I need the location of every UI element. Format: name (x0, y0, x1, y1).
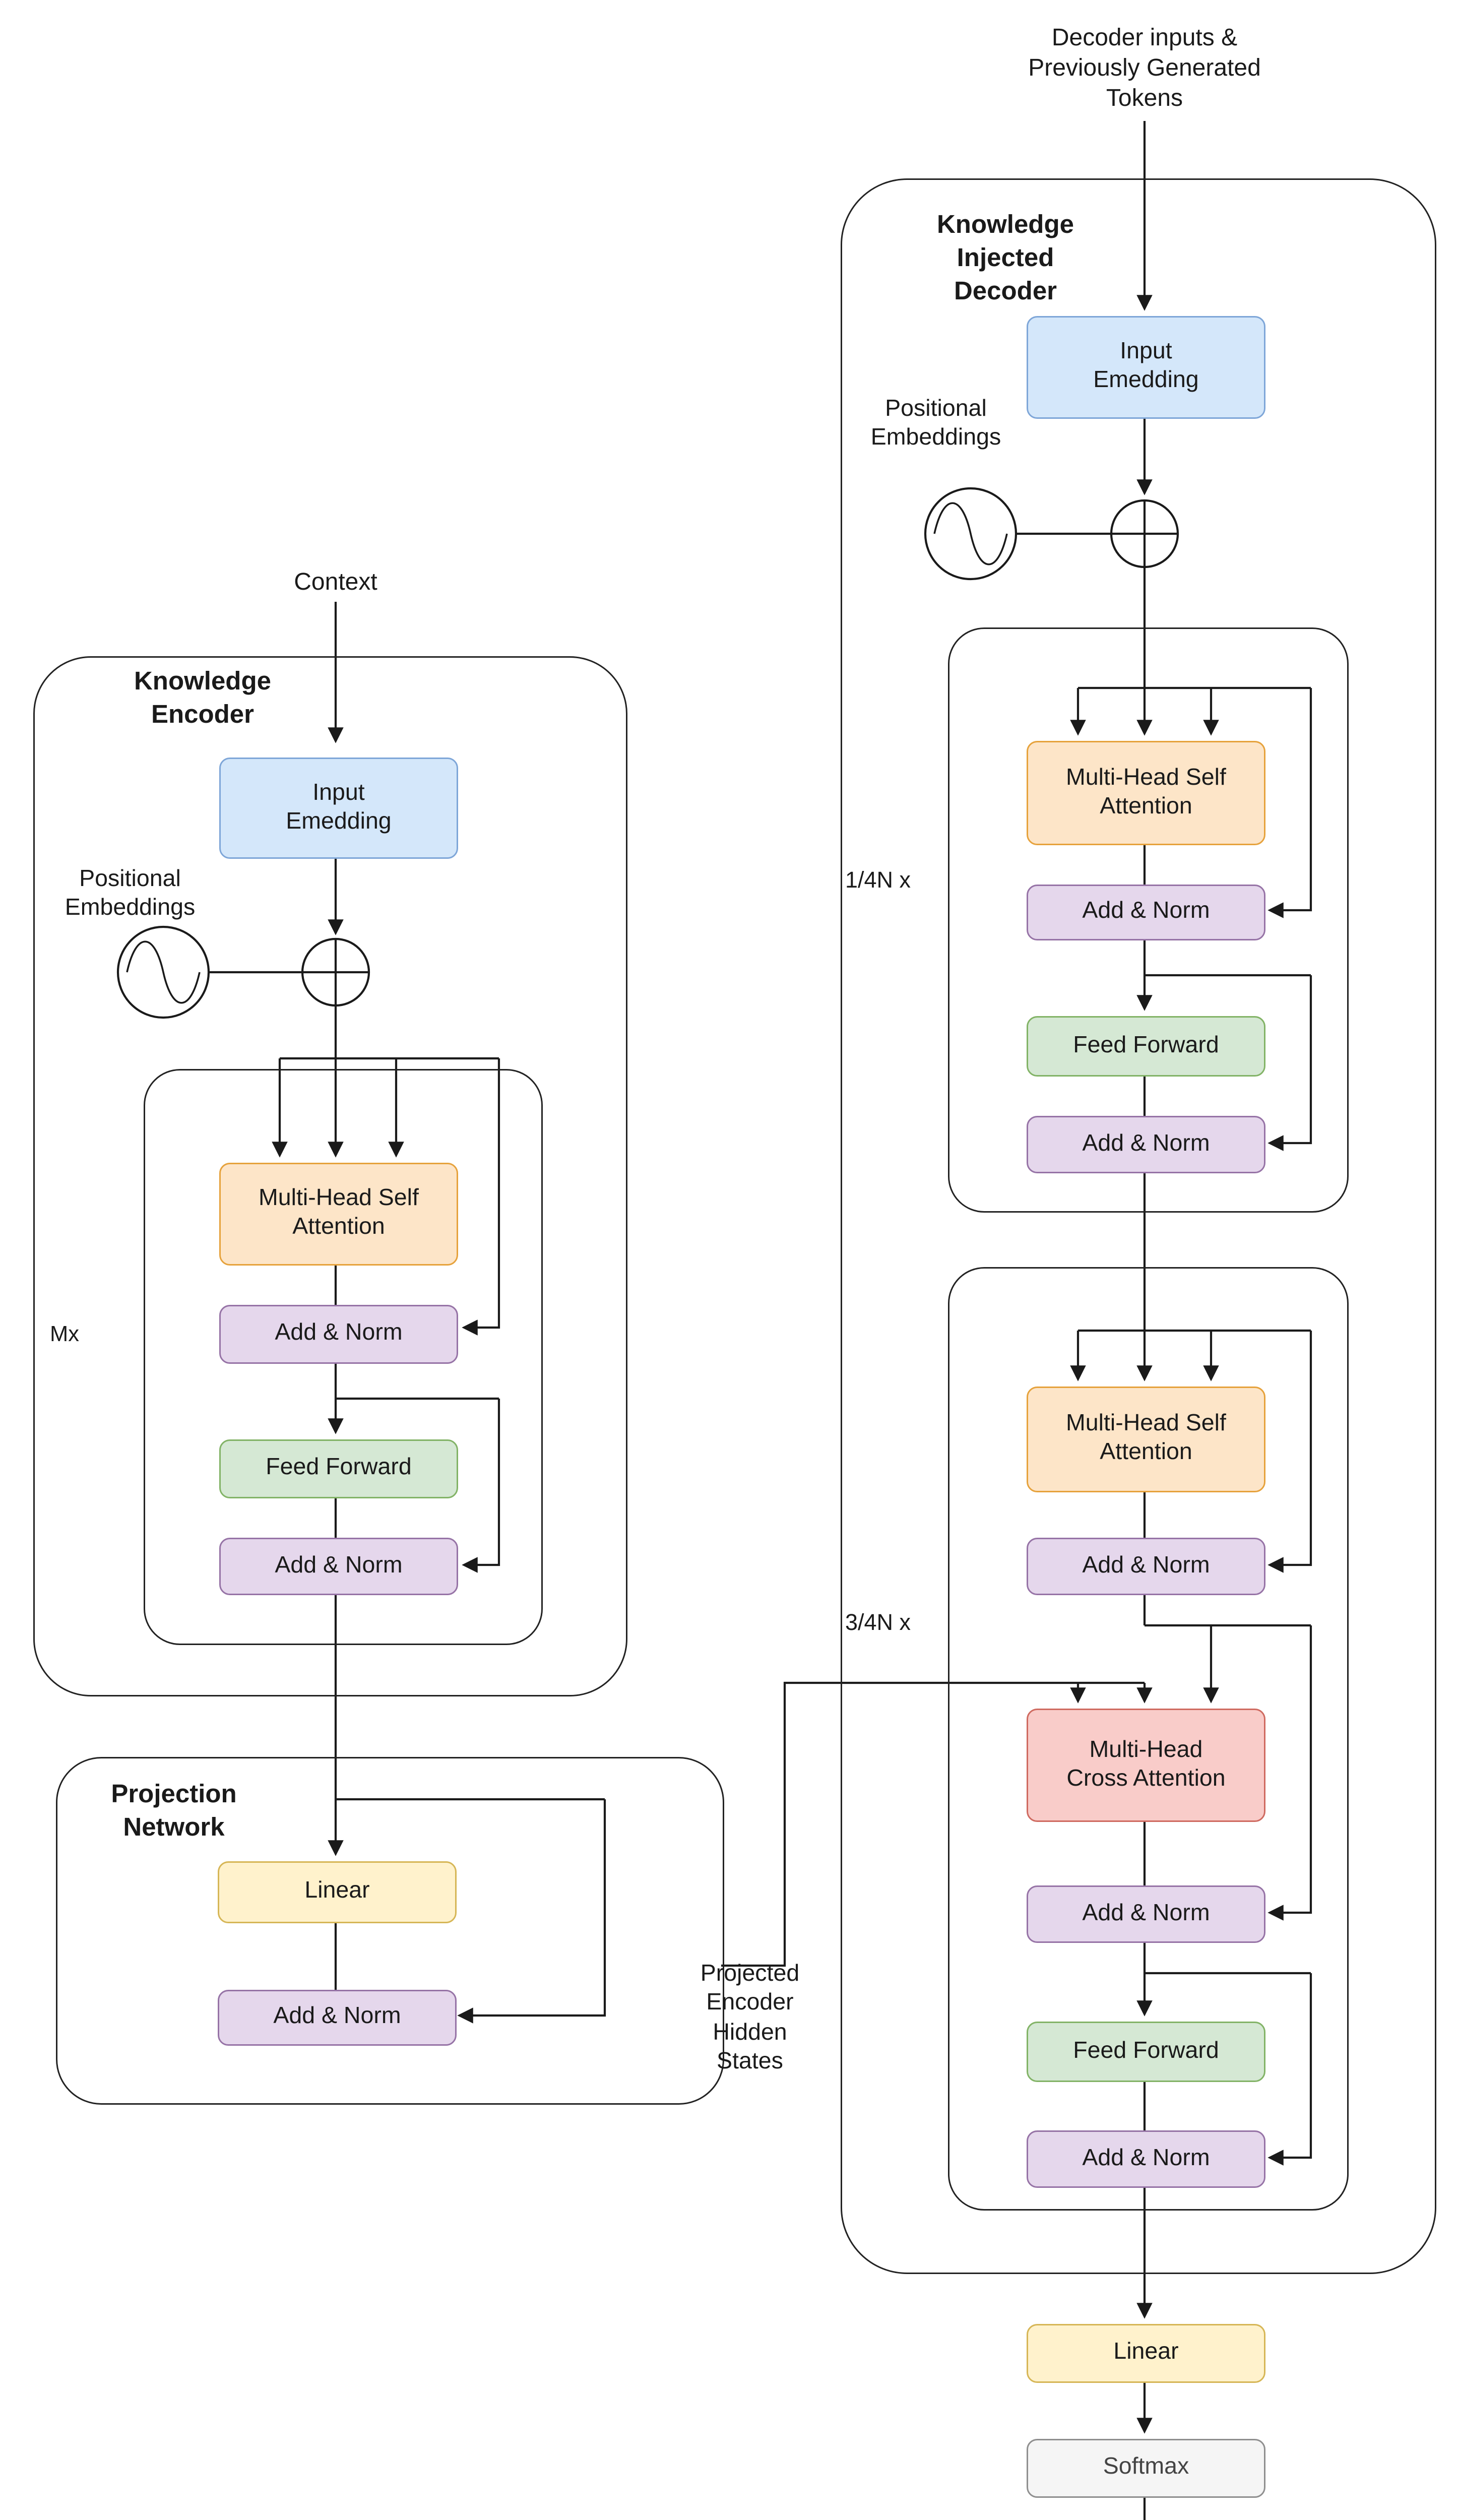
title-line: Projection (111, 1780, 237, 1808)
box-label-line: Attention (1100, 793, 1192, 819)
title-line: Decoder (954, 276, 1057, 305)
label-line: Embeddings (65, 896, 196, 922)
decoder-inputs-label: Decoder inputs & Previously Generated To… (1001, 24, 1288, 115)
encoder-repeat-label: Mx (50, 1323, 80, 1347)
multi-head-self-attention-box-encoder: Multi-Head Self Attention (219, 1163, 458, 1266)
box-label-line: Multi-Head Self (259, 1185, 419, 1212)
positional-embeddings-label-encoder: Positional Embeddings (39, 865, 221, 923)
box-label-line: Attention (1100, 1439, 1192, 1465)
title-line: Network (123, 1812, 225, 1842)
feed-forward-box-encoder: Feed Forward (219, 1439, 458, 1498)
feed-forward-box-decoder-1: Feed Forward (1027, 1016, 1265, 1077)
decoder-title: Knowledge Injected Decoder (892, 209, 1119, 307)
linear-box-projection: Linear (218, 1861, 457, 1923)
decoder-block1-repeat-label: 1/4N x (845, 868, 911, 894)
add-norm-box-decoder-5: Add & Norm (1027, 2130, 1265, 2188)
context-label: Context (294, 570, 377, 596)
input-embedding-box-encoder: Input Emedding (219, 758, 458, 859)
label-line: Decoder inputs & (1051, 26, 1238, 51)
sine-wave-icon-decoder (924, 487, 1018, 581)
label-line: Tokens (1106, 86, 1183, 112)
decoder-cross-attention-block (948, 1267, 1349, 2211)
decoder-self-attention-block (948, 627, 1349, 1213)
label-line: Encoder (706, 1990, 794, 2017)
softmax-box: Softmax (1027, 2439, 1265, 2498)
title-line: Knowledge (936, 210, 1074, 239)
title-line: Knowledge (134, 667, 271, 696)
sine-wave-icon-encoder (116, 925, 210, 1019)
label-line: Previously Generated (1028, 56, 1261, 82)
knowledge-encoder-container (33, 656, 627, 1696)
add-norm-box-decoder-4: Add & Norm (1027, 1885, 1265, 1943)
label-line: Positional (885, 396, 987, 422)
encoder-connectors (116, 602, 1153, 2024)
add-norm-box-decoder-1: Add & Norm (1027, 885, 1265, 940)
title-line: Injected (957, 243, 1054, 272)
encoder-title: Knowledge Encoder (89, 665, 316, 731)
box-label-line: Emedding (1093, 367, 1199, 393)
multi-head-self-attention-box-decoder-2: Multi-Head Self Attention (1027, 1387, 1265, 1492)
add-norm-box-encoder-2: Add & Norm (219, 1538, 458, 1595)
feed-forward-box-decoder-2: Feed Forward (1027, 2022, 1265, 2082)
multi-head-cross-attention-box: Multi-Head Cross Attention (1027, 1709, 1265, 1822)
decoder-block2-repeat-label: 3/4N x (845, 1610, 911, 1636)
add-norm-box-decoder-3: Add & Norm (1027, 1538, 1265, 1595)
box-label-line: Multi-Head Self (1066, 1411, 1226, 1437)
label-line: Projected (700, 1961, 800, 1987)
box-label-line: Cross Attention (1066, 1765, 1226, 1791)
label-line: Embeddings (870, 425, 1001, 452)
projection-network-container (56, 1757, 724, 2105)
add-norm-box-projection: Add & Norm (218, 1990, 457, 2046)
decoder-connectors (924, 121, 1312, 2520)
label-line: Hidden (713, 2020, 787, 2046)
box-label-line: Emedding (286, 808, 392, 834)
multi-head-self-attention-box-decoder-1: Multi-Head Self Attention (1027, 741, 1265, 845)
linear-box-output: Linear (1027, 2324, 1265, 2383)
add-norm-box-encoder-1: Add & Norm (219, 1305, 458, 1364)
label-line: States (717, 2049, 783, 2075)
box-label-line: Input (312, 779, 365, 805)
knowledge-injected-decoder-container (841, 178, 1436, 2274)
positional-embeddings-label-decoder: Positional Embeddings (845, 395, 1027, 453)
box-label-line: Attention (292, 1214, 385, 1240)
box-label-line: Input (1120, 339, 1172, 365)
label-line: Positional (79, 866, 181, 892)
projected-hidden-states-label: Projected Encoder Hidden States (674, 1960, 826, 2077)
projection-network-title: Projection Network (68, 1778, 280, 1844)
add-norm-box-decoder-2: Add & Norm (1027, 1116, 1265, 1173)
input-embedding-box-decoder: Input Emedding (1027, 316, 1265, 419)
projected-states-wire (721, 1681, 1145, 1967)
box-label-line: Multi-Head (1089, 1736, 1203, 1762)
encoder-layer-block (144, 1069, 543, 1645)
title-line: Encoder (151, 700, 255, 729)
box-label-line: Multi-Head Self (1066, 764, 1226, 790)
